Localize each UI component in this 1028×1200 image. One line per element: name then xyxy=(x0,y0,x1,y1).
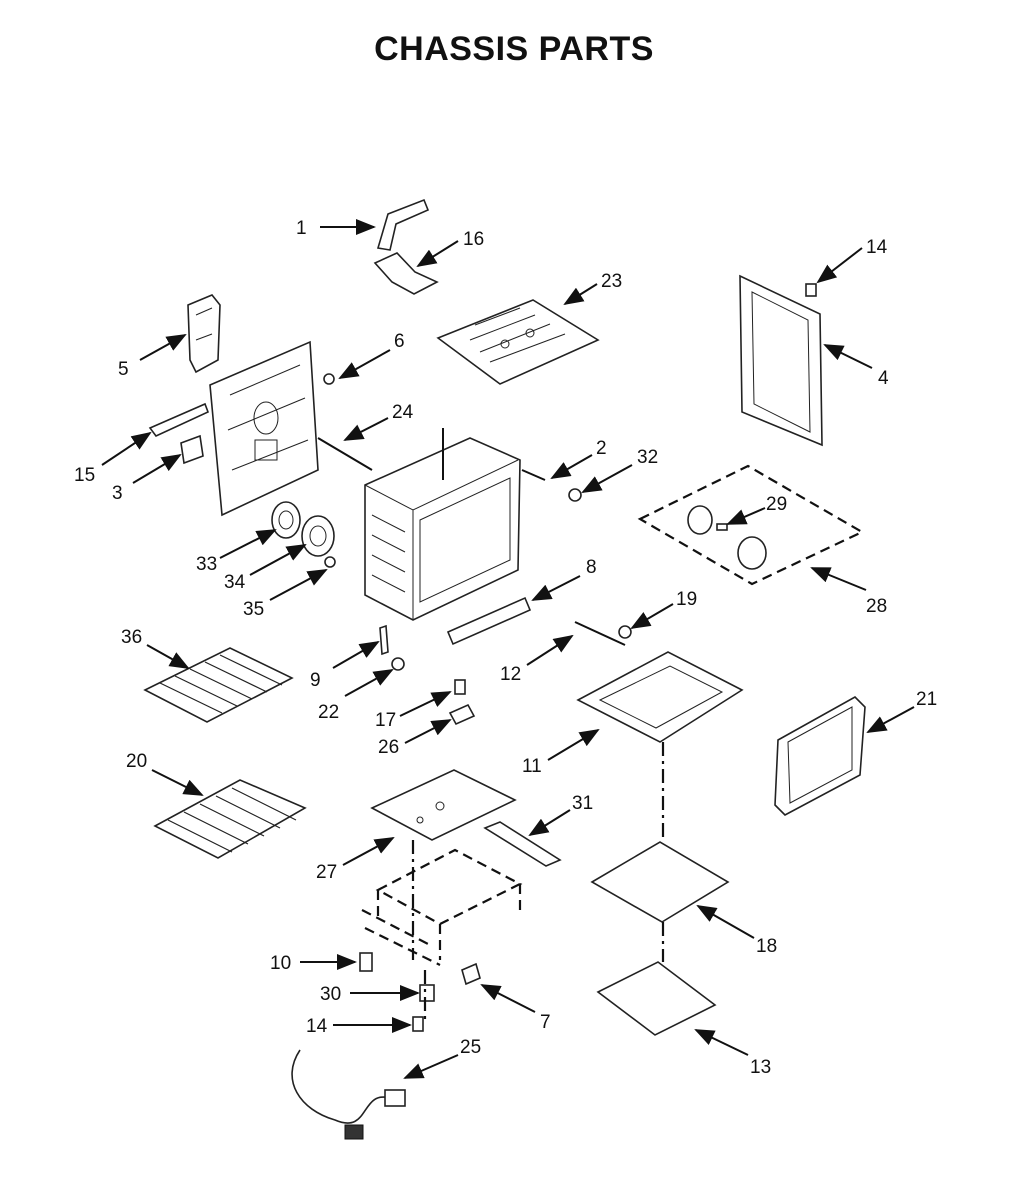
callout-3: 3 xyxy=(112,483,123,504)
callout-19: 19 xyxy=(676,589,697,610)
page-title: CHASSIS PARTS xyxy=(374,30,654,68)
callout-33: 33 xyxy=(196,554,217,575)
part-28-knob-kit xyxy=(637,464,865,586)
part-14-bolt-lower xyxy=(412,1016,424,1032)
callout-32: 32 xyxy=(637,447,658,468)
part-27-bottom-panel xyxy=(370,769,517,841)
part-7-clip xyxy=(461,962,481,986)
callout-7: 7 xyxy=(540,1012,551,1033)
callout-11: 11 xyxy=(522,756,542,777)
part-33-fan xyxy=(271,501,301,539)
callout-4: 4 xyxy=(878,368,889,389)
alignment-lines xyxy=(411,742,665,1020)
callout-1: 1 xyxy=(296,218,307,239)
part-35-nut xyxy=(324,556,336,568)
part-24-oven-cavity xyxy=(364,428,521,621)
callout-20: 20 xyxy=(126,751,147,772)
callout-9: 9 xyxy=(310,670,321,691)
callout-29: 29 xyxy=(766,494,787,515)
callout-36: 36 xyxy=(121,627,142,648)
callout-31: 31 xyxy=(572,793,593,814)
part-9-bracket xyxy=(379,624,389,656)
callout-21: 21 xyxy=(916,689,937,710)
callout-8: 8 xyxy=(586,557,597,578)
callout-25: 25 xyxy=(460,1037,481,1058)
part-26-pad xyxy=(448,703,476,726)
callout-16: 16 xyxy=(463,229,484,250)
part-12-sensor xyxy=(574,621,626,646)
part-23-top-panel xyxy=(436,299,600,385)
callout-30: 30 xyxy=(320,984,341,1005)
callout-22: 22 xyxy=(318,702,339,723)
callout-14-top: 14 xyxy=(866,237,888,258)
part-25-power-cord xyxy=(291,1049,406,1140)
part-32-connector xyxy=(568,488,582,502)
part-10-foot xyxy=(359,952,373,972)
part-17-foot xyxy=(454,679,466,695)
part-18-liner xyxy=(590,841,730,923)
part-16-shield xyxy=(373,252,439,295)
part-30-bracket xyxy=(419,984,435,1002)
callout-28: 28 xyxy=(866,596,887,617)
callout-2: 2 xyxy=(596,438,607,459)
callout-13: 13 xyxy=(750,1057,771,1078)
part-2-rod xyxy=(521,469,546,481)
part-4-door-frame xyxy=(739,274,823,447)
part-21-gasket xyxy=(774,696,866,816)
part-34-shroud xyxy=(301,515,335,557)
callout-26: 26 xyxy=(378,737,399,758)
callout-10: 10 xyxy=(270,953,291,974)
callout-24: 24 xyxy=(392,402,414,423)
part-15-strip xyxy=(148,402,210,437)
callout-leaders xyxy=(101,219,915,1079)
callout-14-lower: 14 xyxy=(306,1016,328,1037)
part-5-vent xyxy=(187,294,221,374)
part-22-screw xyxy=(391,657,405,671)
part-lower-drawer-cavity xyxy=(361,848,523,966)
callout-6: 6 xyxy=(394,331,405,352)
callout-18: 18 xyxy=(756,936,777,957)
part-20-rack xyxy=(153,779,307,859)
callout-34: 34 xyxy=(224,572,246,593)
callout-23: 23 xyxy=(601,271,622,292)
part-3-clip xyxy=(180,434,204,465)
part-13-drawer xyxy=(596,961,717,1036)
callout-labels: 1 16 23 14 5 6 4 24 15 3 2 32 29 28 33 3… xyxy=(74,218,937,1078)
callout-5: 5 xyxy=(118,359,129,380)
part-11-door-frame xyxy=(576,651,744,743)
callout-27: 27 xyxy=(316,862,337,883)
callout-17: 17 xyxy=(375,710,396,731)
callout-35: 35 xyxy=(243,599,264,620)
part-back-panel xyxy=(209,340,319,517)
part-14-screw-top xyxy=(805,283,817,297)
part-19-connector xyxy=(618,625,632,639)
part-8-trim xyxy=(446,596,532,646)
part-6-screw xyxy=(323,373,335,385)
part-31-strip xyxy=(483,821,562,867)
callout-12: 12 xyxy=(500,664,521,685)
callout-15: 15 xyxy=(74,465,95,486)
part-36-rack xyxy=(143,647,294,723)
part-1-bracket xyxy=(376,198,430,251)
